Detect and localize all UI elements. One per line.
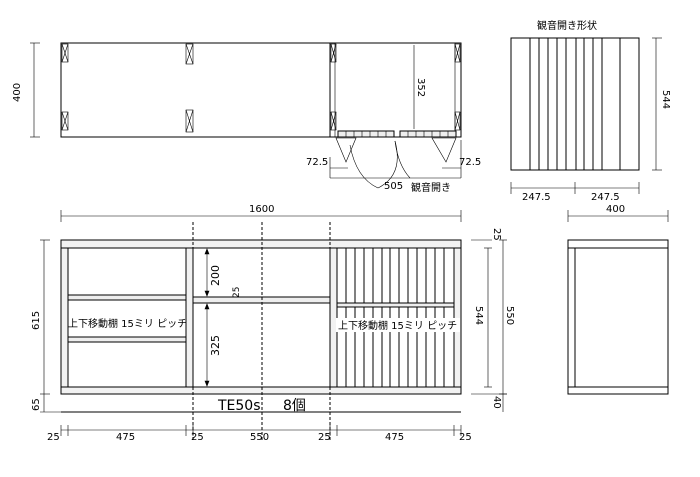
door-detail: 観音開き形状 544 247.5 247.5 <box>510 19 671 203</box>
door-slats <box>529 38 621 170</box>
door-detail-outline <box>510 37 640 171</box>
top-view-outline <box>60 42 462 138</box>
right-top-label: 25 <box>491 228 502 241</box>
right-base-label: 40 <box>491 396 502 409</box>
upper-gap-label: 200 <box>209 265 222 286</box>
side-view: 400 <box>567 204 669 395</box>
center-shelf-label: 25 <box>232 287 242 298</box>
bottom-dim-1: 25 <box>47 432 60 443</box>
top-view: 352 400 72.5 72.5 505 観音開き <box>12 42 481 194</box>
front-door-slats <box>345 248 445 387</box>
right-side-panel <box>453 247 462 388</box>
left-side-panel <box>60 247 69 388</box>
top-panel <box>60 239 462 249</box>
plan-door-left <box>337 130 395 138</box>
total-width-label: 1600 <box>249 204 274 215</box>
door-right-width-label: 247.5 <box>591 192 620 203</box>
bottom-dim-2: 475 <box>116 432 135 443</box>
base-height-label: 65 <box>31 398 42 411</box>
lower-gap-label: 325 <box>209 335 222 356</box>
door-caption: 観音開き <box>411 181 451 194</box>
left-shelf-caption: 上下移動棚 15ミリ ピッチ <box>68 317 187 330</box>
right-shelf <box>336 302 455 308</box>
bottom-dim-3: 25 <box>191 432 204 443</box>
left-shelf-lower <box>67 336 187 343</box>
plan-depth-label: 400 <box>12 83 23 102</box>
right-inner-height-label: 550 <box>504 306 515 325</box>
inner-depth-label: 352 <box>415 78 426 97</box>
left-shelf-upper <box>67 294 187 301</box>
plan-door-right <box>399 130 457 138</box>
hinge-left-label: 72.5 <box>306 157 328 168</box>
bottom-dim-6: 475 <box>385 432 404 443</box>
total-height-label: 615 <box>31 311 42 330</box>
hinge-right-label: 72.5 <box>459 157 481 168</box>
model-label: TE50s <box>217 398 261 414</box>
quantity-label: 8個 <box>283 398 306 414</box>
door-swing <box>335 137 457 189</box>
right-door-height-label: 544 <box>473 306 484 325</box>
connector-marks <box>61 43 461 133</box>
left-partition <box>185 247 194 388</box>
door-left-width-label: 247.5 <box>522 192 551 203</box>
bottom-panel <box>60 386 462 395</box>
right-shelf-caption: 上下移動棚 15ミリ ピッチ <box>338 319 457 332</box>
bottom-dim-7: 25 <box>459 432 472 443</box>
door-width-label: 505 <box>384 181 403 192</box>
front-view: 1600 上下移動棚 15ミリ ピッチ 25 200 325 <box>31 204 515 443</box>
door-height-label: 544 <box>660 90 671 109</box>
door-detail-title: 観音開き形状 <box>537 19 597 32</box>
right-partition <box>329 247 338 388</box>
bottom-dim-4: 550 <box>250 432 269 443</box>
side-depth-label: 400 <box>606 204 625 215</box>
side-view-outline <box>567 239 669 395</box>
bottom-dim-5: 25 <box>318 432 331 443</box>
